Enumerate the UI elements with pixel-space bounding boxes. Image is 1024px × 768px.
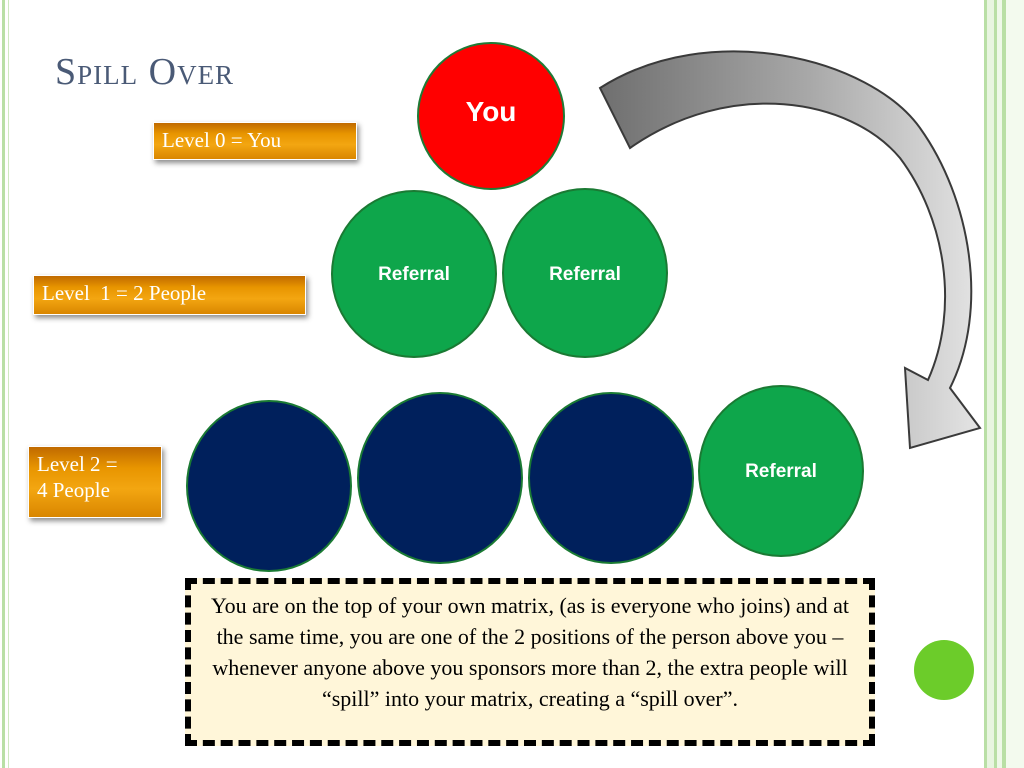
level-2-label: Level 2 = 4 People: [28, 446, 162, 518]
level2-referral-node: Referral: [698, 385, 864, 557]
level-1-label: Level 1 = 2 People: [33, 275, 306, 315]
decorative-dot: [914, 640, 974, 700]
level1-referral-node-2: Referral: [502, 188, 668, 358]
explanation-text: You are on the top of your own matrix, (…: [185, 578, 875, 746]
node-label: Referral: [549, 264, 621, 285]
you-node: You: [417, 42, 565, 190]
slide-title: Spill Over: [55, 51, 235, 93]
you-node-label: You: [465, 96, 517, 127]
node-label: Referral: [745, 461, 817, 482]
level2-empty-node-3: [528, 392, 694, 564]
left-frame-line: [2, 0, 5, 768]
left-frame-line-inner: [8, 0, 9, 768]
right-frame-stripes: [980, 0, 1024, 768]
level1-referral-node-1: Referral: [331, 190, 497, 358]
curved-arrow-icon: [598, 50, 982, 450]
level2-empty-node-2: [357, 392, 523, 564]
level-0-label: Level 0 = You: [153, 122, 357, 160]
level2-empty-node-1: [186, 400, 352, 572]
node-label: Referral: [378, 264, 450, 285]
